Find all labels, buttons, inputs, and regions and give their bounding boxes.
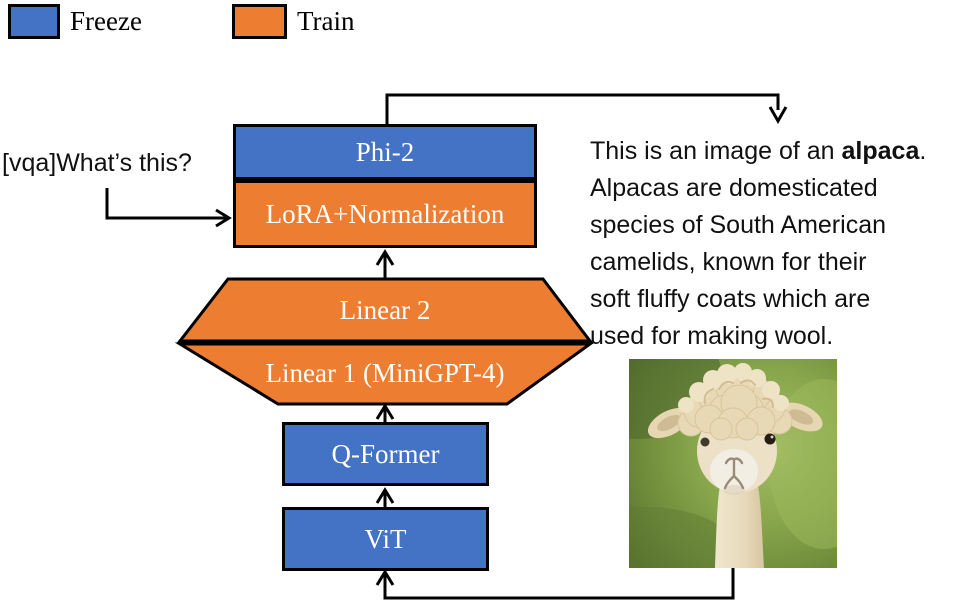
answer-line-5: soft fluffy coats which are [590,285,871,313]
arrow-linear2-to-lora [375,249,395,278]
block-phi2: Phi-2 [233,124,537,180]
block-lora-label: LoRA+Normalization [265,198,505,229]
arrow-vit-to-qformer [375,487,395,507]
arrow-qformer-to-linear1 [375,403,395,422]
freeze-swatch [8,4,60,39]
arrow-question-to-lora [105,188,232,228]
block-vit: ViT [282,507,489,571]
legend-train: Train [232,4,355,39]
answer-line-4: camelids, known for their [590,248,867,276]
input-question: [vqa]What’s this? [2,149,192,177]
answer-line-1: This is an image of an alpaca. [590,137,927,165]
linear2-trapezoid [176,277,594,343]
block-qformer: Q-Former [282,422,489,486]
arrow-image-to-vit [375,568,735,600]
block-qformer-label: Q-Former [331,438,440,469]
block-lora: LoRA+Normalization [233,180,537,248]
linear1-trapezoid [174,342,595,406]
output-answer: This is an image of an alpaca. Alpacas a… [590,133,966,355]
arrow-phi2-to-output [385,93,788,125]
train-swatch [232,4,287,39]
answer-line-2: Alpacas are domesticated [590,174,878,202]
train-label: Train [297,6,355,36]
answer-line-6: used for making wool. [590,322,834,350]
answer-bold-word: alpaca [841,137,920,165]
freeze-label: Freeze [70,6,142,36]
block-phi2-label: Phi-2 [355,136,415,167]
block-vit-label: ViT [364,523,407,554]
answer-line-3: species of South American [590,211,886,239]
alpaca-photo [629,359,837,568]
legend-freeze: Freeze [8,4,142,39]
